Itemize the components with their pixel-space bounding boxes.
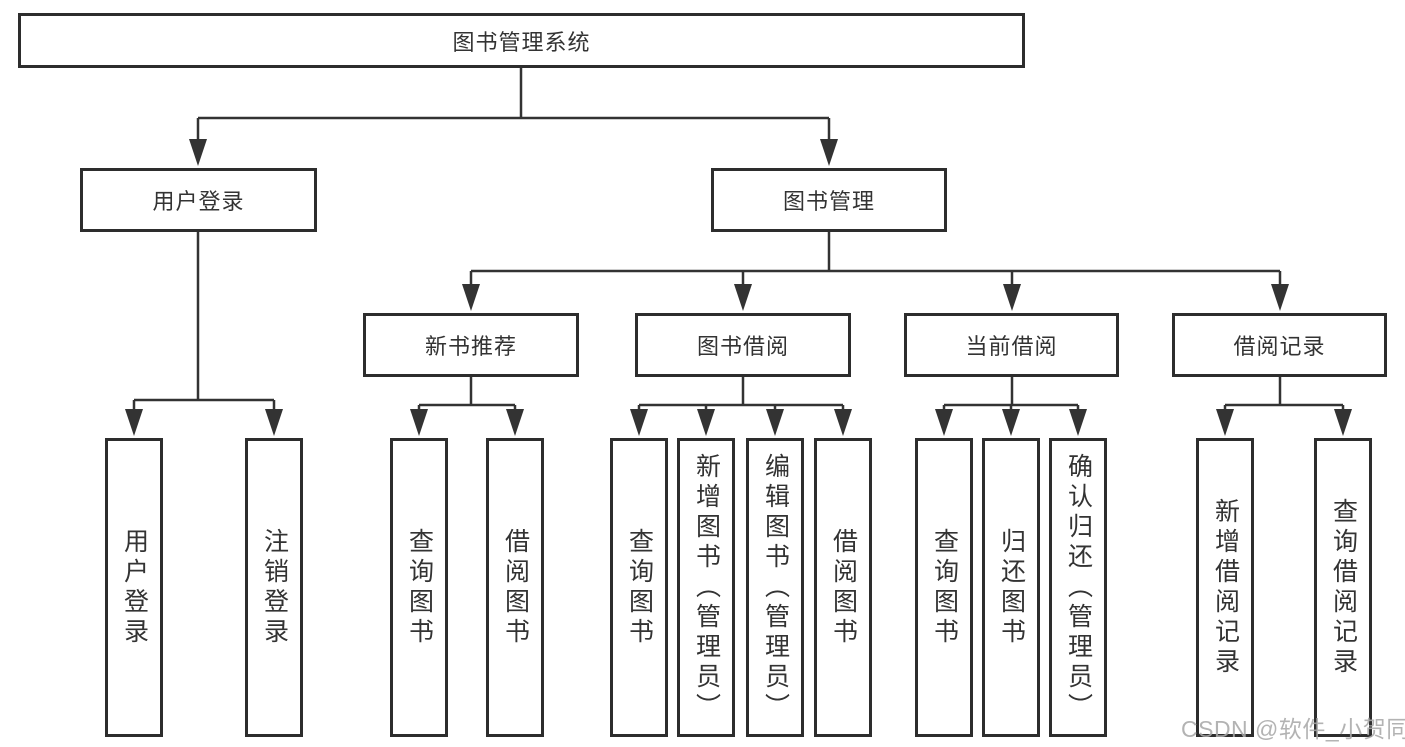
node-label: 用户登录 bbox=[120, 527, 149, 648]
arrowheads bbox=[125, 139, 1352, 436]
node-label: 确认归还（管理员） bbox=[1064, 452, 1093, 723]
leaf-return-books: 归还图书 bbox=[982, 438, 1040, 737]
leaf-query-books-recommend: 查询图书 bbox=[390, 438, 448, 737]
node-label: 编辑图书（管理员） bbox=[761, 452, 790, 723]
leaf-add-books-admin: 新增图书（管理员） bbox=[677, 438, 735, 737]
node-borrowing-records: 借阅记录 bbox=[1172, 313, 1387, 377]
leaf-borrow-books: 借阅图书 bbox=[814, 438, 872, 737]
node-label: 借阅记录 bbox=[1233, 334, 1326, 359]
leaf-query-books-borrow: 查询图书 bbox=[610, 438, 668, 737]
node-new-book-recommendation: 新书推荐 bbox=[363, 313, 579, 377]
node-label: 借阅图书 bbox=[829, 527, 858, 648]
node-label: 新增借阅记录 bbox=[1211, 497, 1240, 678]
node-label: 图书管理 bbox=[782, 189, 875, 214]
node-label: 图书管理系统 bbox=[452, 29, 591, 55]
node-label: 用户登录 bbox=[152, 189, 245, 214]
node-label: 查询图书 bbox=[625, 527, 654, 648]
node-label: 归还图书 bbox=[997, 527, 1026, 648]
node-label: 图书借阅 bbox=[696, 334, 789, 359]
leaf-confirm-return-admin: 确认归还（管理员） bbox=[1049, 438, 1107, 737]
node-user-login: 用户登录 bbox=[80, 168, 317, 232]
node-label: 查询图书 bbox=[405, 527, 434, 648]
leaf-logout: 注销登录 bbox=[245, 438, 303, 737]
leaf-user-login: 用户登录 bbox=[105, 438, 163, 737]
node-label: 当前借阅 bbox=[965, 334, 1058, 359]
node-library-management-system: 图书管理系统 bbox=[18, 13, 1025, 68]
node-label: 新书推荐 bbox=[424, 334, 517, 359]
node-label: 查询借阅记录 bbox=[1329, 497, 1358, 678]
node-current-borrowing: 当前借阅 bbox=[904, 313, 1119, 377]
node-label: 新增图书（管理员） bbox=[692, 452, 721, 723]
watermark: CSDN @软件_小贺同学 bbox=[1181, 716, 1405, 742]
node-label: 注销登录 bbox=[260, 527, 289, 648]
leaf-borrow-books-recommend: 借阅图书 bbox=[486, 438, 544, 737]
leaf-add-borrow-record: 新增借阅记录 bbox=[1196, 438, 1254, 737]
node-book-borrowing: 图书借阅 bbox=[635, 313, 851, 377]
leaf-query-borrow-record: 查询借阅记录 bbox=[1314, 438, 1372, 737]
node-label: 借阅图书 bbox=[501, 527, 530, 648]
node-label: 查询图书 bbox=[930, 527, 959, 648]
node-book-management: 图书管理 bbox=[711, 168, 947, 232]
leaf-edit-books-admin: 编辑图书（管理员） bbox=[746, 438, 804, 737]
leaf-query-books-current: 查询图书 bbox=[915, 438, 973, 737]
